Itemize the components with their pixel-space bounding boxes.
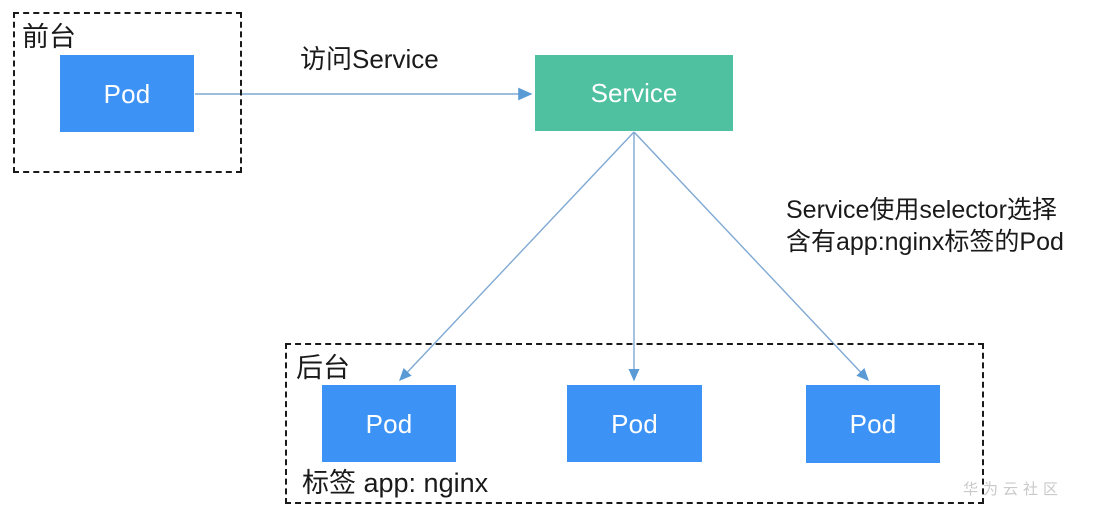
access-service-edge-label: 访问Service bbox=[300, 44, 439, 74]
pod-tag-annotation: 标签 app: nginx bbox=[302, 468, 489, 498]
selector-annotation: Service使用selector选择 含有app:nginx标签的Pod bbox=[786, 196, 1064, 256]
backend-pod-node-2[interactable]: Pod bbox=[567, 385, 702, 462]
backend-pod-label-2: Pod bbox=[611, 408, 658, 439]
backend-pod-node-1[interactable]: Pod bbox=[322, 385, 456, 462]
watermark: 华为云社区 bbox=[963, 481, 1064, 498]
backend-group-label: 后台 bbox=[296, 353, 350, 383]
frontend-pod-node[interactable]: Pod bbox=[60, 55, 194, 132]
backend-pod-node-3[interactable]: Pod bbox=[806, 385, 940, 463]
frontend-group-label: 前台 bbox=[22, 22, 76, 52]
frontend-pod-label: Pod bbox=[103, 78, 151, 109]
backend-group-box bbox=[285, 343, 984, 504]
service-node[interactable]: Service bbox=[535, 55, 733, 131]
backend-pod-label-1: Pod bbox=[365, 408, 413, 439]
backend-pod-label-3: Pod bbox=[849, 409, 897, 439]
frontend-group-box bbox=[13, 12, 242, 173]
service-node-label: Service bbox=[590, 78, 678, 108]
